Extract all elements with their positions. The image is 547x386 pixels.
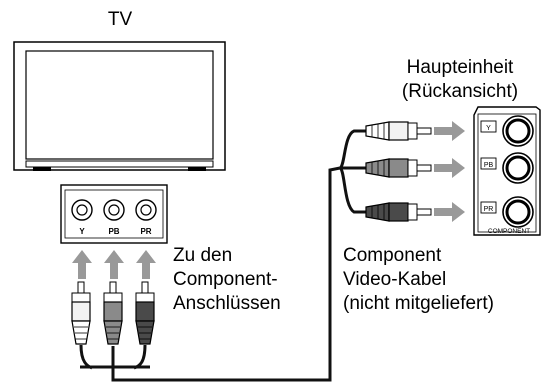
tv-arrows [72, 250, 156, 279]
unit-label-box-y [480, 120, 497, 133]
left-note-line3: Anschlüssen [173, 293, 281, 314]
plug-gray-right [365, 158, 432, 178]
unit-jack-label-pr: PR [484, 206, 494, 213]
tv-jack-label-pr: PR [140, 227, 151, 236]
left-note-line2: Component- [173, 269, 278, 290]
tv-set [13, 41, 226, 171]
right-note-line3: (nicht mitgeliefert) [343, 293, 494, 314]
plug-white-left [71, 281, 91, 345]
tv-screen [25, 50, 214, 160]
tv-foot-right [188, 167, 206, 171]
unit-jack-pb [502, 152, 534, 184]
right-note-line1: Component [343, 245, 442, 266]
right-arrow-icon [434, 121, 465, 141]
left-note-line1: Zu den [173, 245, 233, 266]
unit-jack-label-pb: PB [484, 162, 494, 169]
plug-dark-right [365, 202, 432, 222]
tv-jack-pr [135, 199, 157, 221]
tv-jack-panel: Y PB PR [60, 184, 168, 244]
unit-label-box-pb [480, 157, 497, 170]
tv-jack-label-y: Y [79, 227, 85, 236]
main-unit-title-line2: (Rückansicht) [401, 81, 519, 102]
unit-label-box-pr [480, 201, 497, 214]
plug-white-right [365, 121, 432, 141]
unit-panel-label: COMPONENT [488, 228, 530, 235]
right-arrow-icon [434, 158, 465, 178]
plug-gray-left [103, 281, 123, 345]
tv-base [25, 160, 214, 168]
main-unit-panel: Y PB PR COMPONENT [473, 106, 541, 236]
tv-foot-left [33, 167, 51, 171]
up-arrow-icon [72, 250, 92, 279]
tv-jack-label-pb: PB [108, 227, 119, 236]
cable-wiring [79, 129, 366, 382]
unit-jack-y [502, 115, 534, 147]
right-note-line2: Video-Kabel [343, 269, 447, 290]
up-arrow-icon [136, 250, 156, 279]
up-arrow-icon [104, 250, 124, 279]
tv-jack-y [71, 199, 93, 221]
tv-title: TV [107, 9, 133, 30]
right-arrow-icon [434, 202, 465, 222]
unit-jack-pr [502, 196, 534, 228]
tv-jack-pb [103, 199, 125, 221]
plug-dark-left [135, 281, 155, 345]
main-unit-title-line1: Haupteinheit [406, 57, 514, 78]
unit-jack-label-y: Y [486, 125, 491, 132]
unit-arrows [434, 121, 465, 222]
